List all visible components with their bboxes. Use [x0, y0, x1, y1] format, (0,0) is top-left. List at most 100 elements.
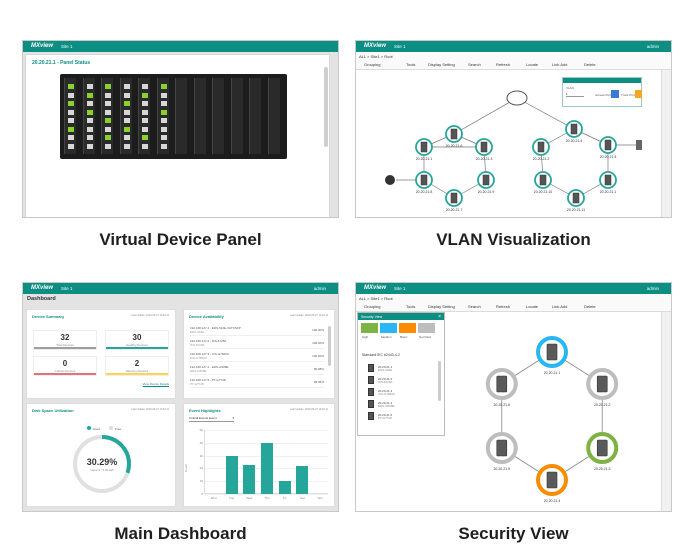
port-icon[interactable] — [105, 126, 111, 132]
tool-refresh[interactable]: Refresh — [496, 304, 511, 309]
server-icon[interactable] — [636, 140, 642, 150]
vlan-select[interactable]: 1 — [566, 92, 584, 97]
port-icon[interactable] — [142, 143, 148, 149]
chassis-slot[interactable] — [64, 78, 76, 154]
tool-grouping[interactable]: Grouping — [364, 304, 381, 309]
device-list-item[interactable]: 20.20.21.3 ICS-G7826A — [368, 387, 438, 397]
port-icon[interactable] — [142, 92, 148, 98]
user-menu[interactable]: admin — [313, 285, 326, 291]
level-notpass-chip[interactable] — [418, 323, 435, 333]
event-bar[interactable] — [296, 465, 309, 494]
port-icon[interactable] — [68, 135, 74, 140]
chassis-slot[interactable] — [267, 78, 280, 154]
port-icon[interactable] — [123, 84, 130, 89]
port-icon[interactable] — [105, 101, 111, 106]
port-icon[interactable] — [160, 101, 167, 106]
port-icon[interactable] — [123, 92, 130, 98]
security-view-popup[interactable]: Security View × High Medium Basic Not Pa… — [357, 312, 445, 436]
view-details-link[interactable]: View Device Details — [142, 382, 169, 386]
port-icon[interactable] — [160, 143, 167, 149]
level-medium-chip[interactable] — [380, 323, 397, 333]
port-icon[interactable] — [160, 84, 167, 89]
chassis-slot[interactable] — [82, 78, 95, 154]
port-icon[interactable] — [160, 135, 167, 140]
port-icon[interactable] — [123, 109, 130, 115]
event-filter-select[interactable]: Critical Events Event▾ — [189, 416, 234, 422]
router-icon[interactable] — [506, 90, 528, 106]
tool-refresh[interactable]: Refresh — [496, 62, 511, 67]
port-icon[interactable] — [160, 109, 167, 115]
port-icon[interactable] — [142, 109, 148, 115]
stat-healthy[interactable]: 30 Healthy Devices — [105, 330, 169, 350]
availability-row[interactable]: 192.168.127.3 - ICS-G7826A ICS-G7826A 10… — [190, 352, 324, 362]
port-icon[interactable] — [123, 101, 130, 106]
chassis-slot[interactable] — [193, 78, 206, 154]
tool-locate[interactable]: Locate — [526, 304, 539, 309]
port-icon[interactable] — [68, 126, 74, 132]
availability-row[interactable]: 192.168.127.1 - EDS-510E-3GTXSFP EDS-510… — [190, 326, 324, 336]
tool-display[interactable]: Display Setting — [428, 304, 455, 309]
device-list-item[interactable]: 20.20.21.4 EDS-G508E — [368, 399, 438, 409]
port-icon[interactable] — [123, 135, 130, 140]
user-menu[interactable]: admin — [646, 43, 659, 49]
tool-grouping[interactable]: Grouping — [364, 62, 381, 67]
breadcrumb[interactable]: ALL > Site1 > Root — [359, 54, 393, 59]
site-selector[interactable]: Site 1 — [61, 285, 73, 291]
port-icon[interactable] — [142, 101, 148, 106]
tool-delete[interactable]: Delete — [584, 304, 596, 309]
event-bar[interactable] — [243, 464, 256, 494]
availability-row[interactable]: 192.168.127.4 - EDS-G508E EDS-G508E 99.9… — [190, 365, 324, 375]
scrollbar[interactable] — [328, 326, 331, 366]
port-icon[interactable] — [105, 92, 111, 98]
port-icon[interactable] — [86, 92, 93, 98]
vlan-popup[interactable]: VLAN 1 Access Port Trunk Port — [562, 77, 642, 107]
topology-link[interactable] — [516, 97, 575, 130]
port-icon[interactable] — [142, 84, 148, 89]
tool-tools[interactable]: Tools — [406, 62, 416, 67]
chassis-slot[interactable] — [212, 78, 224, 154]
tool-tools[interactable]: Tools — [406, 304, 416, 309]
port-icon[interactable] — [86, 109, 93, 115]
port-icon[interactable] — [68, 109, 74, 115]
port-icon[interactable] — [105, 84, 111, 89]
port-icon[interactable] — [160, 92, 167, 98]
port-icon[interactable] — [123, 143, 130, 149]
port-icon[interactable] — [105, 118, 111, 123]
device-list-item[interactable]: 20.20.21.2 IKS-6728A — [368, 375, 438, 385]
stat-critical[interactable]: 0 Critical Devices — [33, 356, 97, 376]
event-bar[interactable] — [278, 481, 291, 494]
port-icon[interactable] — [68, 101, 74, 106]
scrollbar[interactable] — [324, 67, 328, 147]
stat-total[interactable]: 32 Total Devices — [33, 330, 97, 350]
port-icon[interactable] — [86, 135, 93, 140]
close-icon[interactable]: × — [438, 313, 441, 320]
stat-warning[interactable]: 2 Warning Devices — [105, 356, 169, 376]
device-chassis[interactable] — [60, 74, 287, 159]
site-selector[interactable]: Site 1 — [394, 285, 406, 291]
tool-locate[interactable]: Locate — [526, 62, 539, 67]
site-selector[interactable]: Site 1 — [394, 43, 406, 49]
port-icon[interactable] — [142, 126, 148, 132]
security-topology-graph[interactable]: 20.20.21.120.20.21.220.20.21.320.20.21.4… — [356, 312, 663, 512]
breadcrumb[interactable]: ALL > Site1 > Root — [359, 296, 393, 301]
port-icon[interactable] — [68, 84, 74, 89]
side-tools[interactable] — [661, 312, 671, 511]
port-icon[interactable] — [142, 135, 148, 140]
port-icon[interactable] — [105, 109, 111, 115]
port-icon[interactable] — [86, 101, 93, 106]
security-profile[interactable]: Standard IEC 62443-4-2 — [362, 353, 400, 357]
port-icon[interactable] — [105, 143, 111, 149]
chassis-slot[interactable] — [101, 78, 113, 154]
port-icon[interactable] — [86, 126, 93, 132]
chassis-slot[interactable] — [230, 78, 243, 154]
chassis-slot[interactable] — [138, 78, 150, 154]
tool-display[interactable]: Display Setting — [428, 62, 455, 67]
port-icon[interactable] — [68, 118, 74, 123]
device-list-item[interactable]: 20.20.21.1 EDS-510E — [368, 363, 438, 373]
scrollbar[interactable] — [438, 361, 441, 401]
site-selector[interactable]: Site 1 — [61, 43, 73, 49]
event-bar[interactable] — [261, 442, 273, 494]
port-icon[interactable] — [86, 84, 93, 89]
chassis-slot[interactable] — [119, 78, 132, 154]
